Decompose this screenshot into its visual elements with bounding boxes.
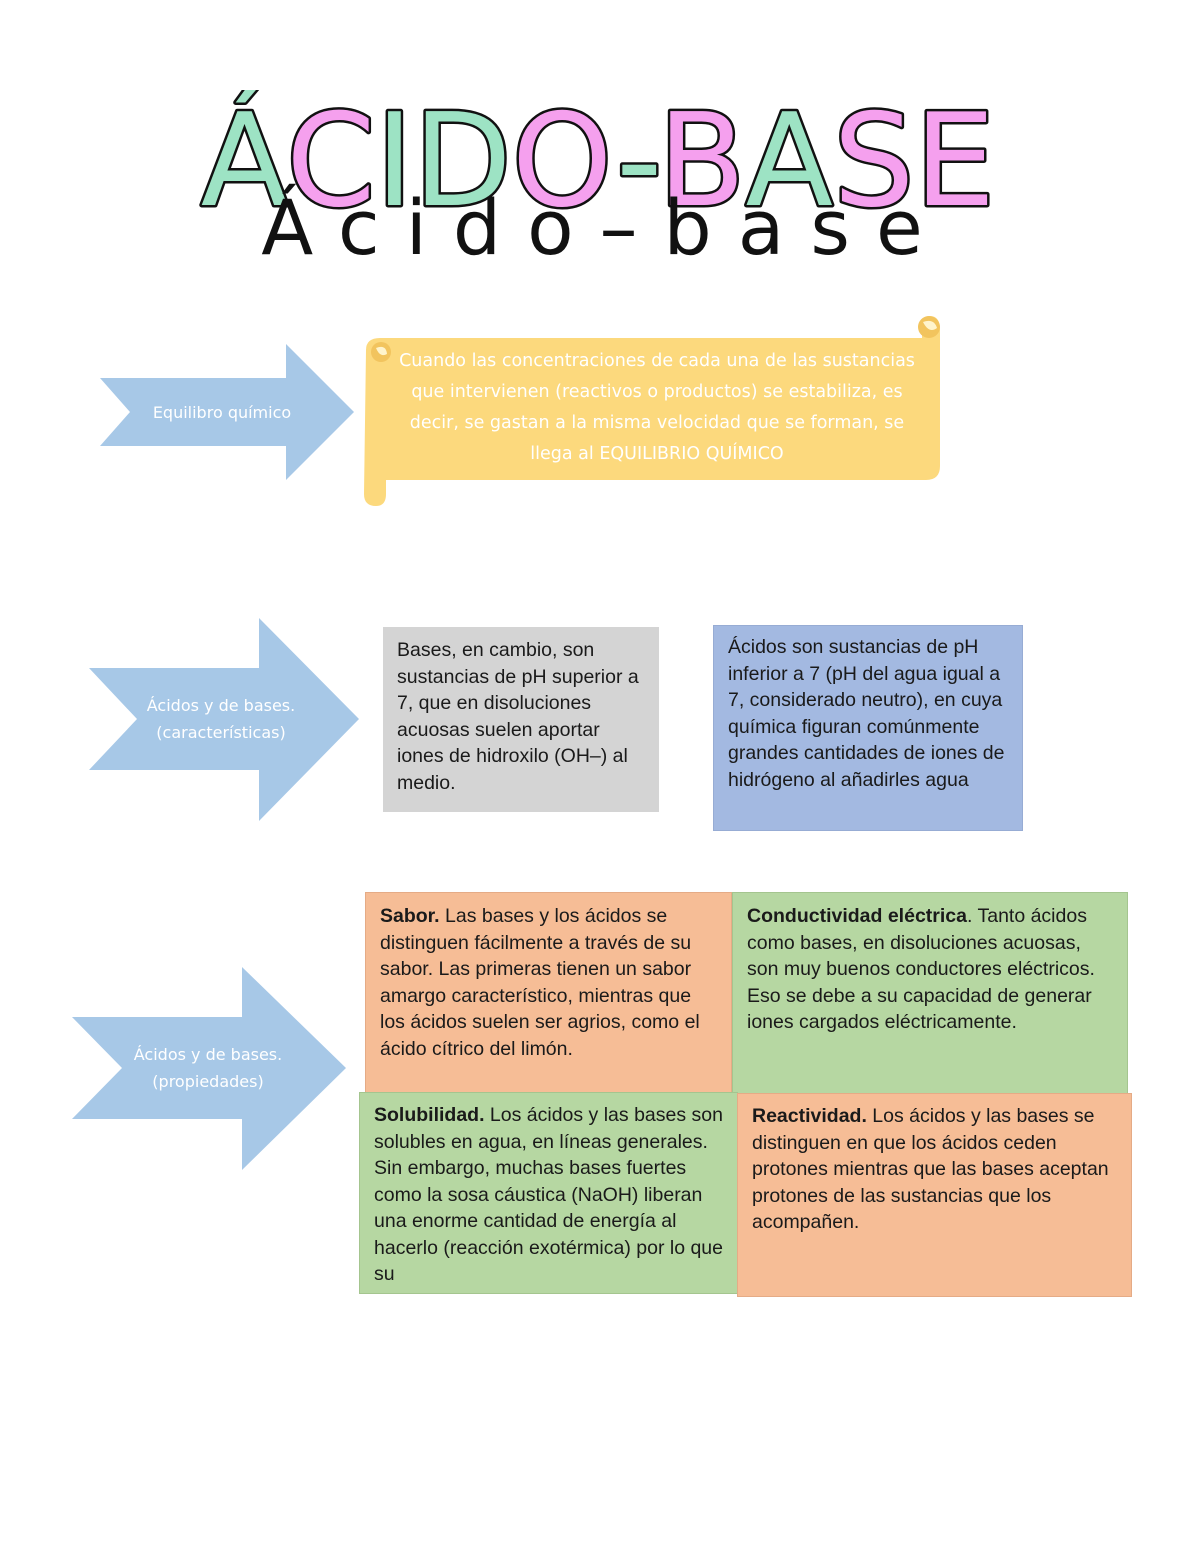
arrow-label: Equilibro químico [152, 402, 292, 422]
acidos-box: Ácidos son sustancias de pH inferior a 7… [713, 625, 1023, 831]
title-block: ÁCIDO-BASE Ácido–base [0, 90, 1200, 266]
property-text: Los ácidos y las bases son solubles en a… [374, 1104, 724, 1285]
title-letter: - [616, 90, 658, 220]
property-heading: Solubilidad. [374, 1104, 485, 1126]
title-letter: C [286, 90, 375, 220]
title-letter: S [833, 90, 914, 220]
title-letter: D [413, 90, 512, 220]
svg-text:ÁCIDO-BASE: ÁCIDO-BASE [201, 90, 995, 220]
property-sabor: Sabor. Las bases y los ácidos se disting… [365, 892, 732, 1094]
property-heading: Conductividad eléctrica [747, 905, 967, 927]
property-conductividad: Conductividad eléctrica. Tanto ácidos co… [732, 892, 1128, 1094]
property-heading: Sabor. [380, 905, 440, 927]
property-text: . Tanto ácidos como bases, en disolucion… [747, 905, 1095, 1033]
right-arrow-shape [100, 344, 354, 480]
definition-scroll: Cuando las concentraciones de cada una d… [362, 314, 946, 510]
title-letter: O [512, 90, 616, 220]
right-arrow-shape [72, 967, 346, 1170]
arrow-propiedades: Ácidos y de bases. (propiedades) [72, 967, 348, 1170]
property-heading: Reactividad. [752, 1105, 867, 1127]
bases-box: Bases, en cambio, son sustancias de pH s… [383, 627, 659, 812]
arrow-caracteristicas: Ácidos y de bases. (características) [89, 618, 361, 821]
scroll-shape [364, 316, 940, 506]
title-letter: I [375, 90, 413, 220]
property-reactividad: Reactividad. Los ácidos y las bases se d… [737, 1093, 1132, 1297]
arrow-label: Ácidos y de bases. (propiedades) [133, 1045, 283, 1091]
arrow-equilibrio: Equilibro químico [100, 344, 356, 480]
property-solubilidad: Solubilidad. Los ácidos y las bases son … [359, 1092, 738, 1294]
property-text: Los ácidos y las bases se distinguen en … [752, 1105, 1109, 1233]
title-letter: E [914, 90, 995, 220]
page-subtitle: Ácido–base [261, 183, 949, 272]
arrow-label: Ácidos y de bases. (características) [146, 696, 296, 742]
title-letter: A [746, 90, 834, 220]
title-letter: Á [201, 90, 288, 220]
scroll-text: Cuando las concentraciones de cada una d… [399, 351, 915, 464]
right-arrow-shape [89, 618, 359, 821]
property-text: Las bases y los ácidos se distinguen fác… [380, 905, 700, 1060]
title-letter: B [658, 90, 746, 220]
page-title: ÁCIDO-BASE [198, 90, 997, 220]
